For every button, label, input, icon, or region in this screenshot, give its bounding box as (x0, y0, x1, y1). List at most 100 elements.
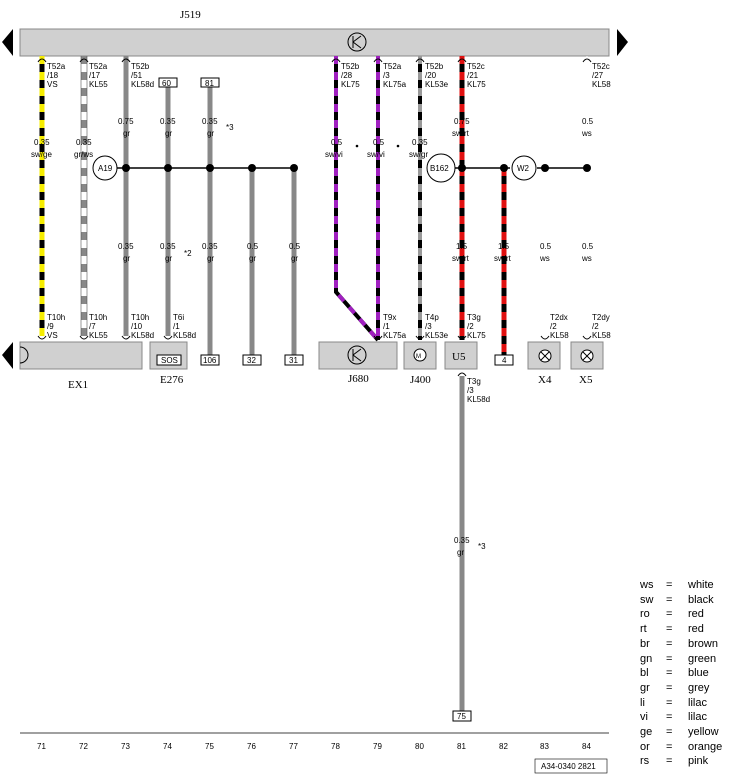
svg-text:sw/gr: sw/gr (409, 150, 428, 159)
legend-row: rt=red (640, 623, 704, 636)
legend-row: bl=blue (640, 667, 709, 680)
svg-text:/3: /3 (467, 386, 474, 395)
top-unit-label: J519 (180, 9, 201, 21)
doc-id-box (534, 758, 608, 774)
ref-box-60-label: 60 (162, 79, 171, 88)
ref-box-75 (452, 710, 472, 722)
svg-text:84: 84 (582, 742, 591, 751)
junction-dots (122, 164, 591, 172)
ref-box-32-label: 32 (247, 356, 256, 365)
svg-text:T52c: T52c (592, 62, 610, 71)
svg-text:/2: /2 (467, 322, 474, 331)
svg-text:T52b: T52b (425, 62, 444, 71)
module-ex1-label: EX1 (68, 379, 88, 391)
svg-text:/1: /1 (173, 322, 180, 331)
svg-text:0.5: 0.5 (247, 242, 259, 251)
module-ex1 (19, 341, 143, 370)
svg-text:0.35: 0.35 (34, 138, 50, 147)
svg-text:/3: /3 (383, 71, 390, 80)
bottom-pin-80: T4p /3 KL53e (425, 313, 449, 340)
color-legend: ws=white sw=black ro=red rt=red br=brown… (640, 578, 722, 769)
svg-text:0.35: 0.35 (202, 117, 218, 126)
dot-mark (396, 144, 400, 148)
svg-text:75: 75 (205, 742, 214, 751)
bottom-pin-79: T9x /1 KL75a (383, 313, 407, 340)
legend-row: li=lilac (640, 696, 707, 709)
svg-text:0.5: 0.5 (540, 242, 552, 251)
svg-text:/7: /7 (89, 322, 96, 331)
module-j680-label: J680 (348, 373, 369, 385)
svg-text:83: 83 (540, 742, 549, 751)
legend-row: ge=yellow (640, 726, 719, 739)
ref-box-106 (200, 354, 220, 366)
svg-text:gr/ws: gr/ws (74, 150, 93, 159)
lamp-icon (538, 349, 552, 363)
svg-text:/9: /9 (47, 322, 54, 331)
module-j400-label: J400 (410, 374, 431, 386)
svg-text:gr: gr (123, 129, 130, 138)
bottom-pin-74: T6i /1 KL58d (173, 313, 196, 340)
svg-text:T2dx: T2dx (550, 313, 568, 322)
svg-text:ws: ws (581, 129, 592, 138)
svg-text:KL75: KL75 (341, 80, 360, 89)
svg-text:0.35: 0.35 (118, 242, 134, 251)
svg-text:gr: gr (165, 254, 172, 263)
wire-78-stripe (334, 56, 380, 342)
svg-text:gr: gr (123, 254, 130, 263)
note-74: *2 (184, 249, 192, 258)
svg-text:gr: gr (291, 254, 298, 263)
svg-text:gr: gr (207, 254, 214, 263)
arrow-right-icon (617, 29, 628, 56)
arrow-left-icon (2, 29, 13, 56)
svg-text:77: 77 (289, 742, 298, 751)
svg-text:0.75: 0.75 (118, 117, 134, 126)
svg-text:0.35: 0.35 (160, 242, 176, 251)
legend-row: vi=lilac (640, 711, 707, 724)
legend-row: gr=grey (640, 681, 710, 694)
module-x5-label: X5 (579, 374, 593, 386)
svg-text:T3g: T3g (467, 377, 481, 386)
splice-a19 (92, 155, 118, 181)
splice-w2-label: W2 (517, 164, 530, 173)
svg-text:KL55: KL55 (89, 331, 108, 340)
svg-text:76: 76 (247, 742, 256, 751)
svg-text:71: 71 (37, 742, 46, 751)
svg-text:/18: /18 (47, 71, 59, 80)
svg-text:/2: /2 (550, 322, 557, 331)
svg-text:ws: ws (539, 254, 550, 263)
svg-text:T10h: T10h (89, 313, 107, 322)
svg-text:/3: /3 (425, 322, 432, 331)
ref-box-4-label: 4 (502, 356, 507, 365)
svg-text:0.35: 0.35 (160, 117, 176, 126)
svg-text:T9x: T9x (383, 313, 396, 322)
ref-box-4 (494, 354, 514, 366)
top-pin-73: T52b /51 KL58d (131, 62, 154, 89)
lower-connector-81 (457, 372, 467, 377)
svg-text:KL58: KL58 (592, 80, 611, 89)
motor-icon (413, 348, 427, 362)
svg-text:/1: /1 (383, 322, 390, 331)
ref-box-81-label: 81 (205, 79, 214, 88)
svg-text:KL58d: KL58d (131, 80, 154, 89)
svg-text:72: 72 (79, 742, 88, 751)
splice-a19-label: A19 (98, 164, 113, 173)
svg-text:T52a: T52a (47, 62, 66, 71)
module-e276-label: E276 (160, 374, 184, 386)
module-u5 (444, 341, 478, 370)
svg-text:1.5: 1.5 (456, 242, 468, 251)
ref-box-75-label: 75 (457, 712, 466, 721)
note-81: *3 (478, 542, 486, 551)
svg-text:79: 79 (373, 742, 382, 751)
splice-w2 (511, 155, 537, 181)
transistor-partial-icon (19, 346, 29, 364)
ref-box-32 (242, 354, 262, 366)
bottom-pin-73: T10h /10 KL58d (131, 313, 154, 340)
svg-text:T52a: T52a (89, 62, 108, 71)
upper-wire-labels: 0.35 sw/ge 0.35 gr/ws 0.75 gr 0.35 gr 0.… (31, 117, 594, 159)
svg-text:VS: VS (47, 331, 58, 340)
svg-text:gr: gr (165, 129, 172, 138)
svg-text:T52b: T52b (341, 62, 360, 71)
svg-text:KL58d: KL58d (131, 331, 154, 340)
track-numbers: 71 72 73 74 75 76 77 78 79 80 81 82 83 8… (37, 742, 591, 751)
svg-text:0.35: 0.35 (202, 242, 218, 251)
